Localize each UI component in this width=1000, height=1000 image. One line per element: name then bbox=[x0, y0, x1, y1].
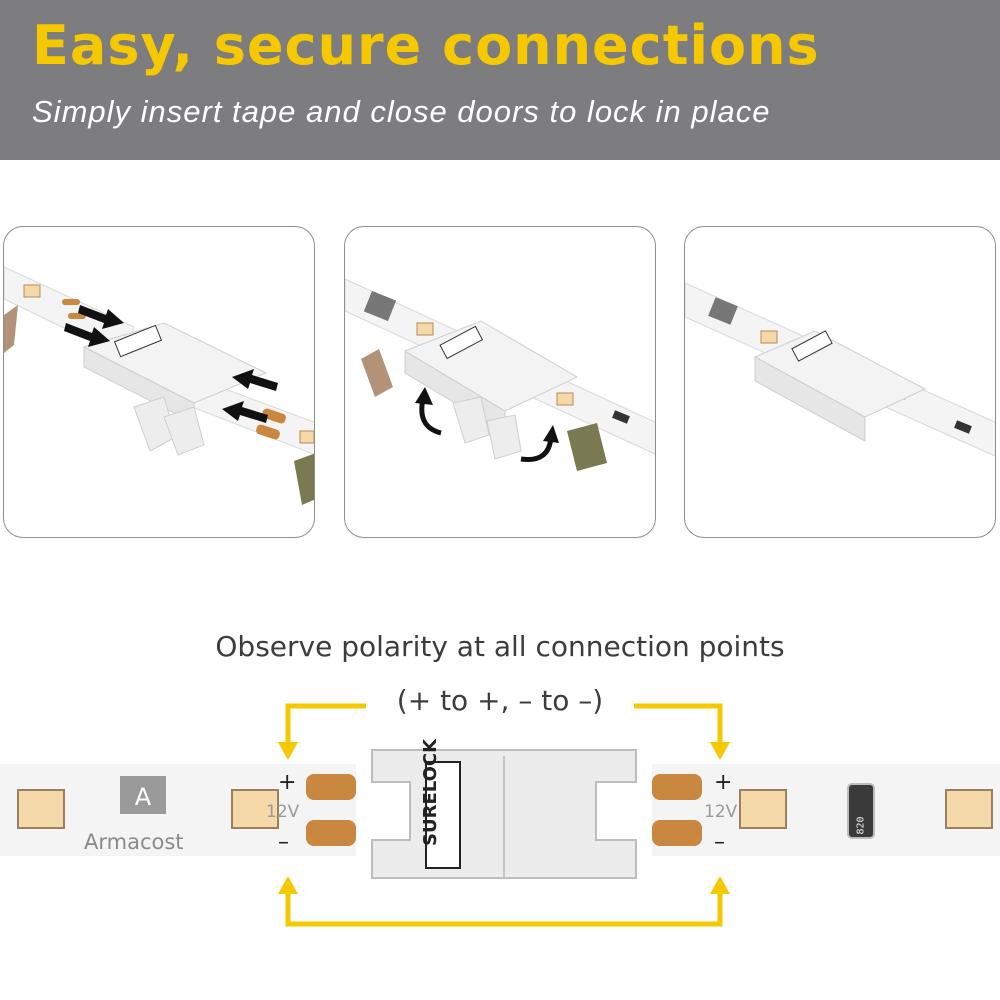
led-chip bbox=[739, 789, 787, 829]
brand-name: Armacost bbox=[84, 830, 184, 854]
armacost-logo bbox=[363, 290, 397, 322]
svg-text:A: A bbox=[135, 783, 152, 811]
arrow-up-icon bbox=[278, 876, 730, 894]
minus-sign-left: – bbox=[278, 830, 289, 855]
led-chip bbox=[556, 392, 574, 406]
polarity-diagram: A bbox=[0, 703, 1000, 927]
minus-sign-right: – bbox=[714, 830, 725, 855]
copper-pad bbox=[62, 299, 80, 305]
arrow-right-icon bbox=[64, 305, 124, 347]
copper-pad-plus-left bbox=[306, 774, 356, 800]
copper-pad bbox=[262, 408, 286, 424]
step-locked-illustration bbox=[685, 282, 995, 457]
copper-pad bbox=[68, 313, 86, 319]
voltage-label-left: 12V bbox=[266, 802, 300, 822]
header-banner: Easy, secure connections Simply insert t… bbox=[0, 0, 1000, 160]
arrow-down-icon bbox=[278, 742, 730, 760]
step-panel-insert bbox=[3, 226, 315, 538]
surelock-logo bbox=[113, 324, 163, 358]
polarity-arrows bbox=[285, 703, 723, 927]
resistor-chip bbox=[847, 783, 875, 839]
polarity-rule: (+ to +, – to –) bbox=[396, 684, 604, 717]
polarity-heading: Observe polarity at all connection point… bbox=[215, 630, 785, 663]
led-chip bbox=[760, 330, 778, 344]
surelock-logo bbox=[425, 761, 461, 869]
led-chip bbox=[231, 789, 279, 829]
connector-door bbox=[486, 414, 522, 460]
surelock-logo bbox=[439, 325, 484, 360]
connector-door bbox=[452, 396, 490, 444]
copper-pad-minus-left bbox=[306, 820, 356, 846]
led-tape-right bbox=[652, 764, 1000, 856]
step-panel-locked bbox=[684, 226, 996, 538]
copper-pad-plus-right bbox=[652, 774, 702, 800]
plus-sign-right: + bbox=[714, 770, 733, 795]
connector-brand-label: SURELOCK bbox=[420, 738, 441, 846]
arrow-left-icon bbox=[222, 369, 278, 423]
led-chip bbox=[23, 284, 41, 298]
voltage-label-right: 12V bbox=[704, 802, 738, 822]
surelock-connector bbox=[371, 749, 637, 879]
step-panel-close bbox=[344, 226, 656, 538]
adhesive-backing bbox=[567, 423, 607, 471]
step-close-illustration bbox=[345, 278, 655, 471]
led-chip bbox=[299, 430, 314, 444]
connector-door bbox=[163, 406, 205, 456]
surelock-logo bbox=[791, 330, 833, 362]
resistor-code: 820 bbox=[855, 816, 867, 835]
led-chip bbox=[416, 322, 434, 336]
armacost-logo: A bbox=[120, 776, 166, 814]
copper-pad bbox=[256, 424, 280, 440]
step-insert-illustration bbox=[4, 266, 314, 505]
copper-pad-minus-right bbox=[652, 820, 702, 846]
adhesive-backing bbox=[294, 453, 314, 505]
armacost-logo bbox=[708, 297, 738, 325]
page-subtitle: Simply insert tape and close doors to lo… bbox=[32, 94, 771, 129]
page-title: Easy, secure connections bbox=[32, 14, 820, 77]
led-chip bbox=[945, 789, 993, 829]
plus-sign-left: + bbox=[278, 770, 297, 795]
resistor-chip bbox=[612, 410, 630, 424]
resistor-chip bbox=[954, 420, 972, 434]
led-chip bbox=[17, 789, 65, 829]
